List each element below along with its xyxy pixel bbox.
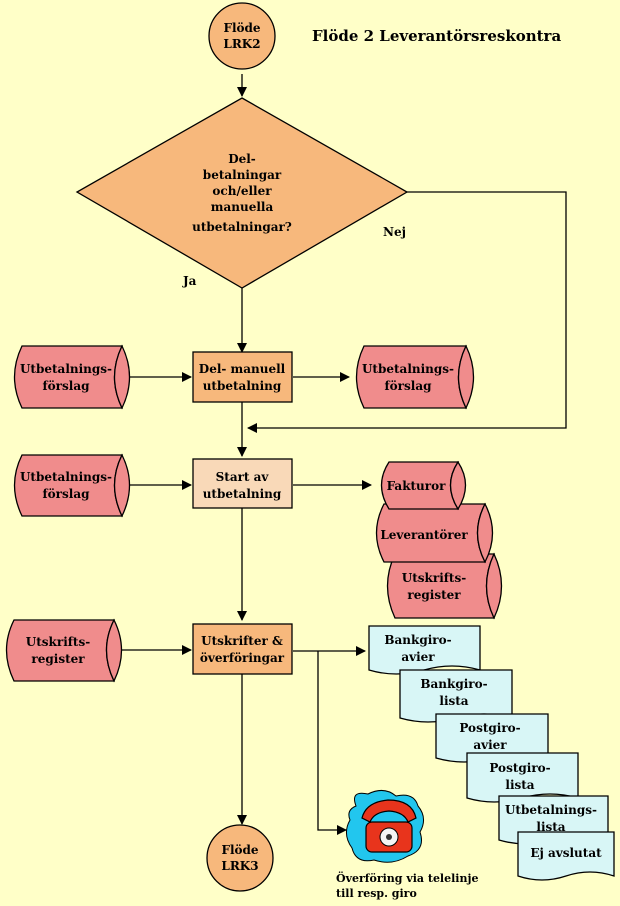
report-utbetalningslista-line-2: lista xyxy=(536,820,565,834)
process-output-line-1: Utskrifter & xyxy=(201,634,283,648)
document-output-1-line-1: Utbetalnings- xyxy=(362,362,454,376)
process-manual-payment: Del- manuell utbetalning xyxy=(192,351,293,403)
process-output-line-2: överföringar xyxy=(200,651,285,665)
process-start-line-1: Start av xyxy=(216,470,270,484)
report-bankgiro-avier-line-2: avier xyxy=(401,650,435,664)
store-fakturor: Fakturor xyxy=(380,460,467,511)
no-label: Nej xyxy=(383,225,406,239)
process-start-line-2: utbetalning xyxy=(203,487,282,501)
report-postgiro-lista-line-2: lista xyxy=(505,778,534,792)
document-output-1-line-2: förslag xyxy=(385,379,433,393)
document-input-1-line-1: Utbetalnings- xyxy=(20,362,112,376)
decision-line-1: Del- xyxy=(228,152,256,166)
document-input-2-line-2: förslag xyxy=(43,487,91,501)
store-utskriftsregister-line-1: Utskrifts- xyxy=(402,571,466,585)
telephone-icon xyxy=(346,790,424,863)
document-input-2: Utbetalnings- förslag xyxy=(13,453,131,518)
yes-label: Ja xyxy=(182,274,197,288)
process-manual-line-2: utbetalning xyxy=(203,379,282,393)
decision-line-2: betalningar xyxy=(203,168,282,182)
end-terminal-line-2: LRK3 xyxy=(221,859,258,873)
report-ej-avslutat: Ej avslutat xyxy=(517,831,615,881)
document-input-2-line-1: Utbetalnings- xyxy=(20,470,112,484)
report-ej-avslutat-label: Ej avslutat xyxy=(530,846,602,860)
report-bankgiro-lista: Bankgiro- lista xyxy=(399,669,513,723)
report-postgiro-avier-line-2: avier xyxy=(473,738,507,752)
telephone-caption-line-1: Överföring via telelinje xyxy=(336,871,478,885)
connectors xyxy=(118,74,567,835)
start-terminal-line-1: Flöde xyxy=(223,21,260,35)
decision-diamond: Del- betalningar och/eller manuella utbe… xyxy=(75,97,409,289)
store-leverantorer-label: Leverantörer xyxy=(380,528,468,542)
store-leverantorer: Leverantörer xyxy=(375,502,494,564)
diagram-title: Flöde 2 Leverantörsreskontra xyxy=(312,27,561,45)
document-output-1: Utbetalnings- förslag xyxy=(355,344,475,410)
decision-line-3: och/eller xyxy=(212,184,272,198)
process-start-payment: Start av utbetalning xyxy=(192,458,293,509)
end-terminal-line-1: Flöde xyxy=(221,843,258,857)
report-bankgiro-avier-line-1: Bankgiro- xyxy=(384,633,451,647)
process-output: Utskrifter & överföringar xyxy=(192,623,293,675)
store-utskriftsregister: Utskrifts- register xyxy=(386,552,503,620)
report-utbetalningslista-line-1: Utbetalnings- xyxy=(505,803,597,817)
report-postgiro-avier: Postgiro- avier xyxy=(435,713,549,763)
telephone-caption-line-2: till resp. giro xyxy=(336,887,417,900)
document-input-3-line-1: Utskrifts- xyxy=(26,635,90,649)
end-terminal: Flöde LRK3 xyxy=(206,824,274,892)
document-input-3: Utskrifts- register xyxy=(5,618,123,683)
process-manual-line-1: Del- manuell xyxy=(199,362,286,376)
document-input-1-line-2: förslag xyxy=(43,379,91,393)
store-fakturor-label: Fakturor xyxy=(387,479,447,493)
decision-line-5: utbetalningar? xyxy=(192,220,292,234)
document-input-1: Utbetalnings- förslag xyxy=(13,344,131,410)
report-bankgiro-lista-line-1: Bankgiro- xyxy=(420,677,487,691)
report-postgiro-lista-line-1: Postgiro- xyxy=(489,761,550,775)
report-postgiro-lista: Postgiro- lista xyxy=(466,752,579,803)
document-input-3-line-2: register xyxy=(31,652,85,666)
start-terminal: Flöde LRK2 xyxy=(208,2,276,70)
report-postgiro-avier-line-1: Postgiro- xyxy=(459,721,520,735)
report-bankgiro-avier: Bankgiro- avier xyxy=(368,625,481,675)
decision-line-4: manuella xyxy=(211,200,274,214)
start-terminal-line-2: LRK2 xyxy=(223,37,260,51)
report-bankgiro-lista-line-2: lista xyxy=(439,694,468,708)
store-utskriftsregister-line-2: register xyxy=(407,588,461,602)
